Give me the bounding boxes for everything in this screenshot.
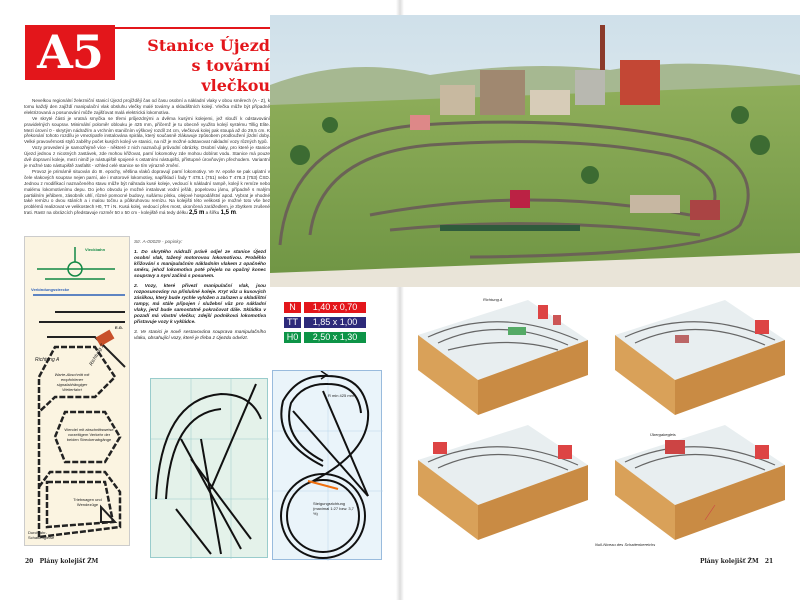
- label-durchfahr: Durchfahr-Schattengleise: [28, 530, 55, 540]
- page-number: 20: [25, 558, 34, 565]
- title-rule: [115, 27, 270, 29]
- scheme-tracks: [33, 247, 126, 539]
- paragraph-text: Provoz je primárně situován do III. epoc…: [24, 168, 270, 216]
- layout-3d-view-3: [408, 420, 593, 545]
- article-body: Nevelkou regionální železniční stanicí Ú…: [24, 98, 270, 217]
- layout-code-badge: A5: [25, 25, 115, 80]
- label-vleckbahn: Vleckbahn: [85, 247, 106, 252]
- gauge-size: 1,40 x 0,70: [304, 302, 366, 313]
- layout-photo: [270, 15, 800, 287]
- magazine-title: Plány kolejišť ŽM: [700, 558, 759, 565]
- label-eg: E.G.: [115, 325, 124, 330]
- page-title: Stanice Újezd s tovární vlečkou: [118, 36, 270, 96]
- label-richtung-a: Richtung A: [35, 357, 60, 363]
- paragraph: Vozy provedení je samozřejmě více - někt…: [24, 145, 270, 168]
- label-wendel: Wendel mit abschnittsweise vorzeitigem V…: [64, 427, 114, 442]
- label-null-niveau: Null-Niveau des Schattenbereichs: [595, 542, 656, 547]
- layout-illustration: [418, 300, 588, 415]
- title-line-1: Stanice Újezd: [147, 36, 270, 55]
- footer-right: Plány kolejišť ŽM 21: [700, 558, 773, 565]
- layout-3d-view-1: Richtung A: [408, 295, 593, 420]
- magazine-title: Plány kolejišť ŽM: [39, 558, 99, 565]
- operation-scheme-diagram: Vleckbahn Verbindungsstrecke E.G. Richtu…: [24, 236, 130, 546]
- gauge-label: TT: [284, 317, 301, 328]
- paragraph: Nevelkou regionální železniční stanicí Ú…: [24, 98, 270, 115]
- title-line-2: s tovární vlečkou: [191, 56, 270, 95]
- footer-left: 20 Plány kolejišť ŽM: [25, 558, 98, 565]
- gauge-label: N: [284, 302, 301, 313]
- layout-illustration: [418, 425, 588, 540]
- photo-captions: Str. A-00029 - popisky: 1. Do skrytého n…: [134, 240, 266, 346]
- model-railway-photo: [270, 15, 800, 287]
- gauge-size: 2,50 x 1,30: [304, 332, 366, 343]
- track-plan-hidden-level: R min 425 mm Steigungsrichtung (maximal …: [272, 370, 383, 561]
- paragraph: Provoz je primárně situován do III. epoc…: [24, 168, 270, 217]
- width-value: 1,5 m: [220, 210, 236, 217]
- caption-item: 2. Vozy, které přivezl manipulační vlak,…: [134, 284, 266, 325]
- spine-gutter: [396, 0, 404, 600]
- layout-illustration: [615, 425, 785, 540]
- length-value: 2,5 m: [188, 210, 205, 217]
- label-warte-abschnitt: Warte-Abschnitt mit empfohlener signalab…: [54, 372, 90, 392]
- page-number: 21: [764, 558, 774, 565]
- label-gradient: Steigungsrichtung (maximal 1:27 bzw. 3,7…: [313, 501, 354, 516]
- figure-eight-drawing: [273, 370, 383, 561]
- label-uebergabegleis: Übergabegleis: [650, 432, 676, 437]
- gauge-size: 1,85 x 1,00: [304, 317, 366, 328]
- layout-illustration: [615, 300, 785, 415]
- label-verbindungsstrecke: Verbindungsstrecke: [31, 287, 70, 292]
- caption-heading: Str. A-00029 - popisky:: [134, 240, 183, 245]
- layout-3d-view-2: [605, 295, 790, 420]
- caption-item: 3. Ve stanici je nově sestavována soupra…: [134, 330, 266, 341]
- track-plan-drawing: [151, 379, 269, 559]
- caption-item: 1. Do skrytého nádraží právě odjel ze st…: [134, 250, 266, 279]
- track-plan-upper-level: [150, 378, 269, 559]
- paragraph: Ve skryté části je vratná smyčka se třem…: [24, 115, 270, 145]
- gauge-label: H0: [284, 332, 301, 343]
- layout-3d-view-4: Übergabegleis Null-Niveau des Schattenbe…: [595, 420, 790, 547]
- label-richtung-a: Richtung A: [483, 297, 503, 302]
- dims-text: a šířku: [204, 210, 221, 216]
- label-radius: R min 425 mm: [328, 393, 355, 398]
- label-triebwagen: Triebwagen und Wendezüge: [73, 497, 102, 507]
